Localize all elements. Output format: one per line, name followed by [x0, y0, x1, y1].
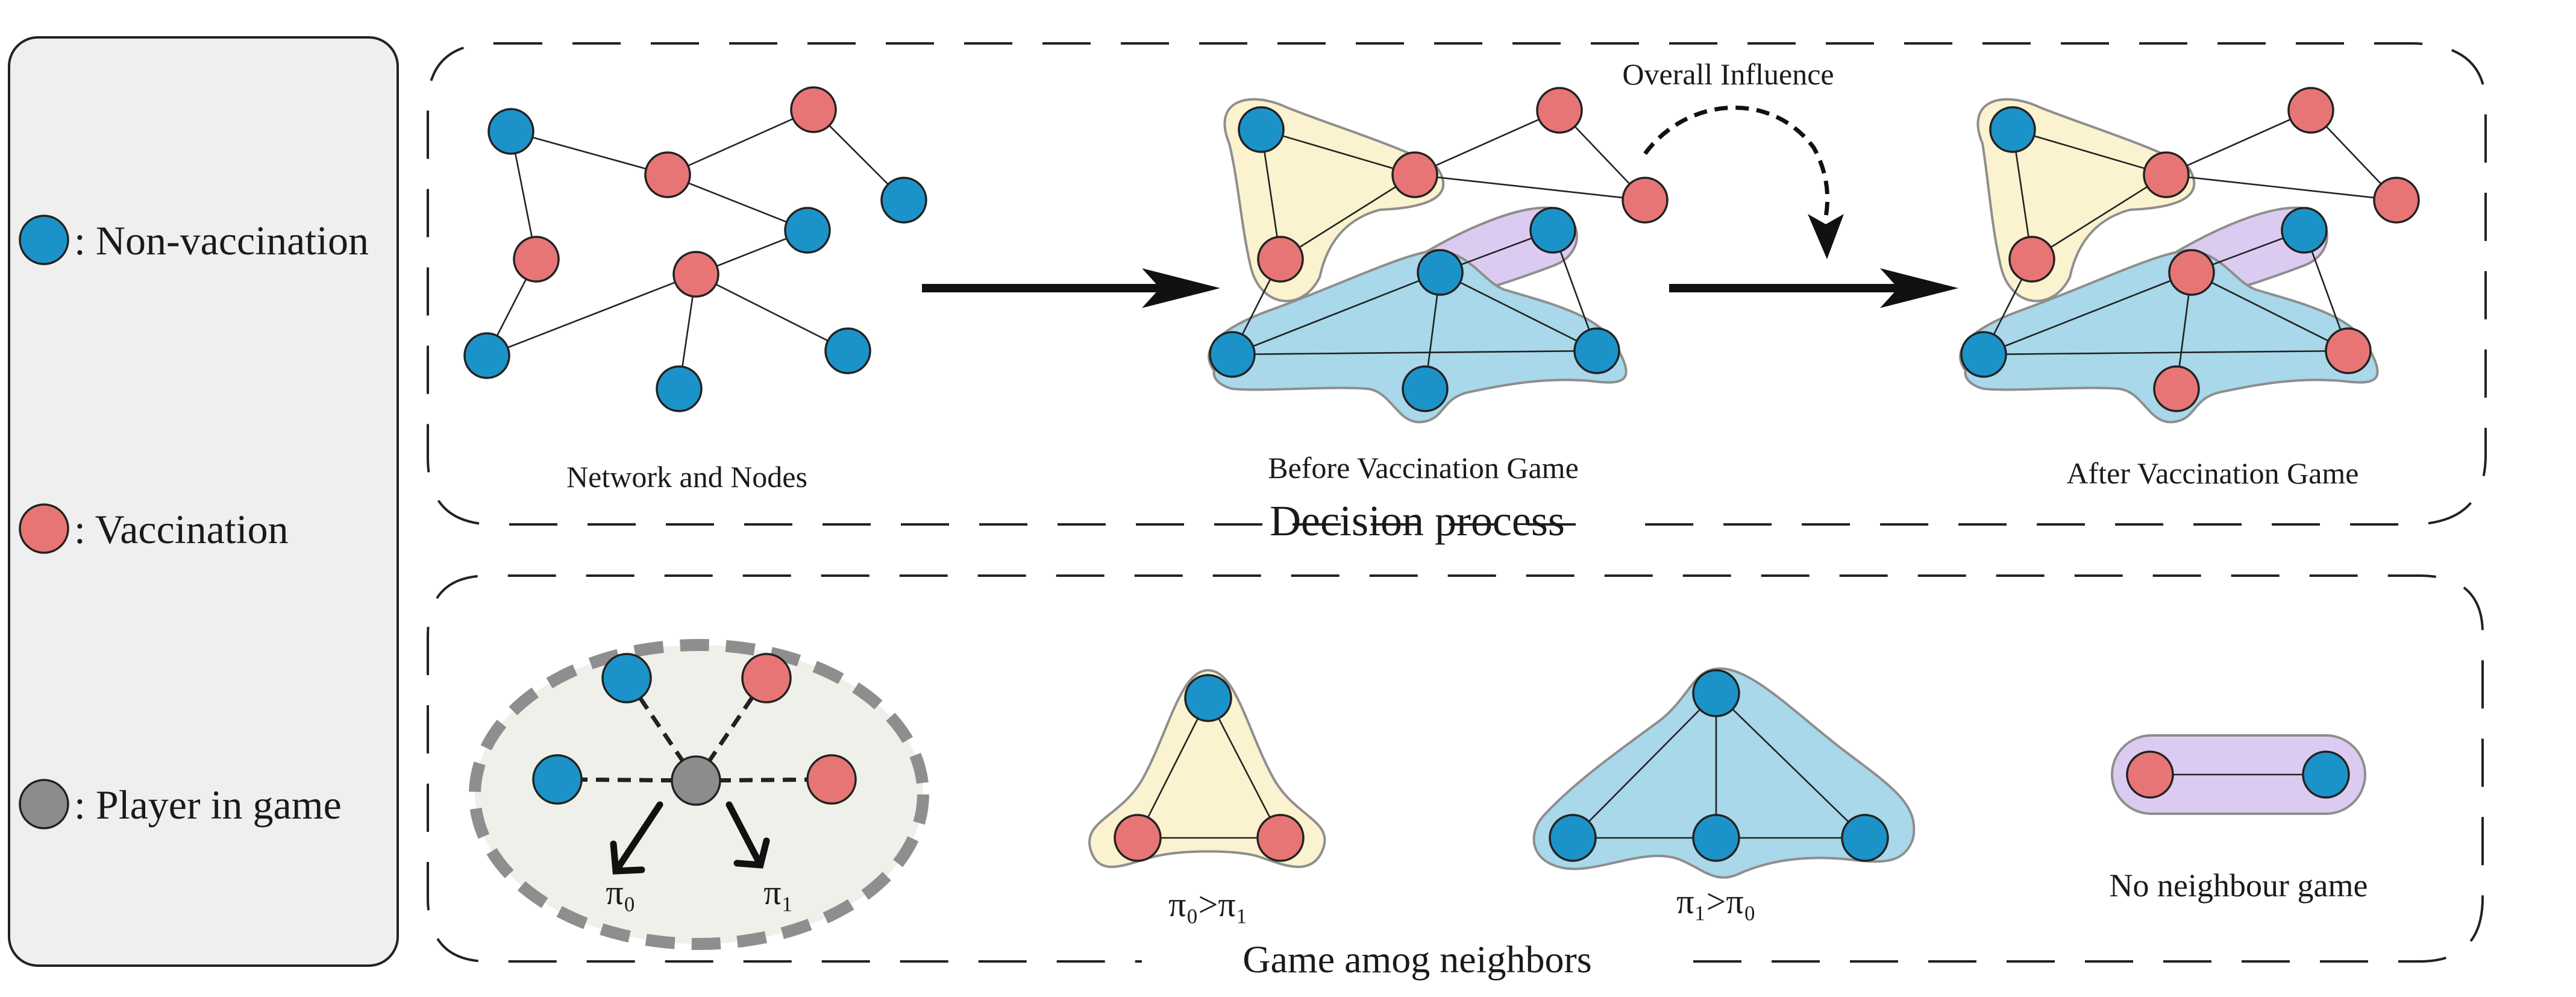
decision-process-title: Decision process: [1270, 497, 1565, 545]
network-label: Network and Nodes: [566, 460, 807, 494]
before-game-network: [1208, 87, 1669, 424]
after-blue-group: [1959, 248, 2379, 424]
pi0-label: π₀: [606, 873, 636, 912]
neighbor-node: [806, 754, 857, 805]
transition-arrow-1: [922, 268, 1220, 308]
blue-group-node: [1692, 814, 1740, 862]
purple-group-label: No neighbour game: [2110, 867, 2368, 904]
before-blue-group: [1208, 248, 1628, 424]
after-node: [2143, 151, 2190, 198]
purple-group-node: [2126, 750, 2174, 799]
network-node: [644, 151, 691, 198]
after-node: [2008, 236, 2055, 283]
yellow-group-node: [1184, 674, 1232, 722]
purple-group: [2111, 734, 2366, 815]
legend-non-vaccination-swatch: [19, 215, 69, 265]
yellow-group-node: [1114, 814, 1162, 862]
after-node: [2325, 327, 2372, 374]
game-panel-border: [427, 574, 2484, 963]
before-node: [1536, 87, 1583, 134]
blue-group: [1532, 667, 1916, 879]
network-graph: [463, 86, 927, 412]
legend-player-label: : Player in game: [74, 782, 342, 828]
before-node: [1622, 177, 1669, 224]
blue-group-node: [1841, 814, 1889, 862]
before-node: [1257, 236, 1304, 283]
decision-panel-border: [427, 42, 2487, 526]
blue-group-node: [1692, 669, 1740, 717]
after-node: [2281, 207, 2328, 254]
player-node: [671, 755, 721, 806]
purple-group-node: [2302, 750, 2350, 799]
game-neighbors-title: Game amog neighbors: [1243, 938, 1591, 981]
player-game-ellipse: π₀ π₁: [469, 639, 929, 950]
transition-arrow-2: [1669, 268, 1958, 308]
after-node: [1989, 106, 2036, 153]
before-node: [1238, 106, 1285, 153]
before-label: Before Vaccination Game: [1268, 451, 1579, 485]
overall-influence-label: Overall Influence: [1622, 57, 1834, 91]
after-label: After Vaccination Game: [2067, 456, 2359, 490]
network-node: [672, 251, 719, 298]
decision-process-panel: Network and Nodes: [427, 42, 2487, 545]
after-node: [2168, 249, 2215, 296]
game-neighbors-panel: π₀ π₁ π₀>π₁ π₁>π₀: [427, 574, 2484, 981]
before-node: [1402, 365, 1449, 412]
legend-vaccination-label: : Vaccination: [74, 506, 289, 552]
network-node: [784, 207, 831, 254]
before-node: [1391, 151, 1438, 198]
yellow-group: [1088, 668, 1326, 868]
after-node: [2153, 365, 2200, 412]
after-node: [2287, 87, 2334, 134]
overall-influence-arrowhead: [1808, 214, 1844, 259]
strategy-arrow-left: [610, 801, 663, 875]
network-node: [487, 108, 534, 155]
before-node: [1417, 249, 1464, 296]
neighbor-node: [741, 653, 792, 703]
legend-box: [8, 36, 399, 967]
network-node: [656, 365, 703, 412]
network-node: [463, 332, 510, 379]
before-node: [1529, 207, 1576, 254]
legend-non-vaccination-label: : Non-vaccination: [74, 218, 369, 263]
neighbor-node: [601, 653, 652, 703]
before-node: [1209, 331, 1256, 378]
pi1-label: π₁: [763, 873, 794, 912]
yellow-group-node: [1256, 814, 1305, 862]
network-node: [513, 236, 560, 283]
legend-panel: : Non-vaccination : Vaccination : Player…: [8, 36, 399, 967]
legend-player-swatch: [19, 779, 69, 829]
after-node: [1960, 331, 2007, 378]
after-game-network: [1959, 87, 2420, 424]
strategy-arrow-right: [725, 801, 770, 869]
network-node: [790, 86, 837, 133]
after-node: [2373, 177, 2420, 224]
network-node: [880, 177, 927, 224]
blue-group-label: π₁>π₀: [1676, 882, 1756, 921]
legend-vaccination-swatch: [19, 503, 69, 554]
neighbor-node: [532, 754, 583, 805]
yellow-group-label: π₀>π₁: [1168, 885, 1248, 924]
blue-group-node: [1549, 814, 1597, 862]
overall-influence-arrow: [1643, 105, 1830, 218]
before-node: [1573, 327, 1620, 374]
network-node: [824, 327, 871, 374]
